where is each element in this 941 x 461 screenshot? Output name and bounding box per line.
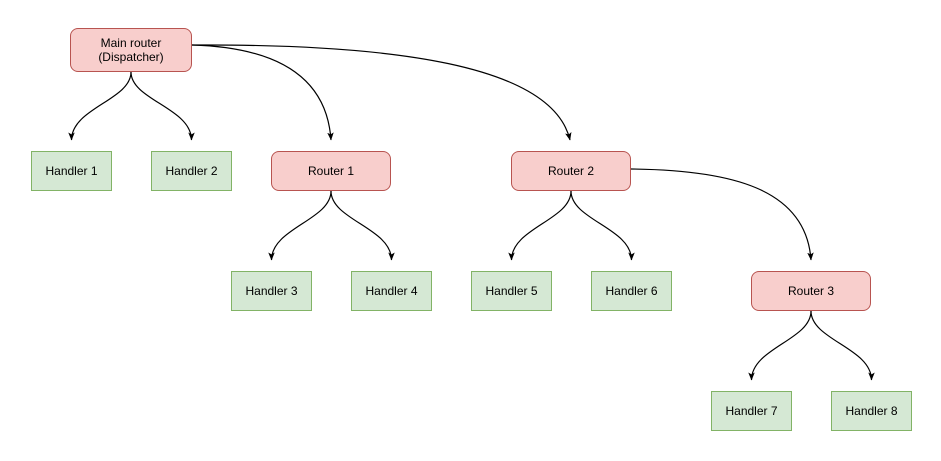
node-handler-3[interactable]: Handler 3 bbox=[231, 271, 312, 311]
node-handler-4-label: Handler 4 bbox=[365, 284, 418, 298]
node-router-3[interactable]: Router 3 bbox=[751, 271, 871, 311]
node-handler-6[interactable]: Handler 6 bbox=[591, 271, 672, 311]
edge-router-1-to-handler-4 bbox=[330, 190, 395, 261]
node-handler-2-label: Handler 2 bbox=[165, 164, 218, 178]
node-main-router[interactable]: Main router (Dispatcher) bbox=[70, 28, 192, 72]
edge-router-3-to-handler-8 bbox=[810, 310, 875, 381]
node-handler-1[interactable]: Handler 1 bbox=[31, 151, 112, 191]
edge-main-to-router-1 bbox=[191, 44, 334, 141]
edge-router-2-to-handler-6 bbox=[570, 190, 635, 261]
edge-router-2-to-router-3 bbox=[630, 168, 814, 261]
node-router-1-label: Router 1 bbox=[307, 164, 355, 178]
node-handler-7-label: Handler 7 bbox=[725, 404, 778, 418]
node-handler-8-label: Handler 8 bbox=[845, 404, 898, 418]
edge-main-to-handler-2 bbox=[130, 71, 195, 141]
edge-router-1-to-handler-3 bbox=[268, 190, 332, 261]
edge-main-to-handler-1 bbox=[68, 71, 132, 141]
edge-router-2-to-handler-5 bbox=[508, 190, 572, 261]
node-handler-5[interactable]: Handler 5 bbox=[471, 271, 552, 311]
node-handler-8[interactable]: Handler 8 bbox=[831, 391, 912, 431]
node-router-2[interactable]: Router 2 bbox=[511, 151, 631, 191]
node-handler-1-label: Handler 1 bbox=[45, 164, 98, 178]
node-handler-4[interactable]: Handler 4 bbox=[351, 271, 432, 311]
node-router-2-label: Router 2 bbox=[547, 164, 595, 178]
node-router-3-label: Router 3 bbox=[787, 284, 835, 298]
node-handler-5-label: Handler 5 bbox=[485, 284, 538, 298]
node-handler-7[interactable]: Handler 7 bbox=[711, 391, 792, 431]
node-handler-2[interactable]: Handler 2 bbox=[151, 151, 232, 191]
node-handler-6-label: Handler 6 bbox=[605, 284, 658, 298]
node-router-1[interactable]: Router 1 bbox=[271, 151, 391, 191]
edge-main-to-router-2 bbox=[191, 44, 572, 141]
node-main-router-label: Main router (Dispatcher) bbox=[98, 36, 164, 64]
edge-router-3-to-handler-7 bbox=[748, 310, 812, 381]
node-handler-3-label: Handler 3 bbox=[245, 284, 298, 298]
